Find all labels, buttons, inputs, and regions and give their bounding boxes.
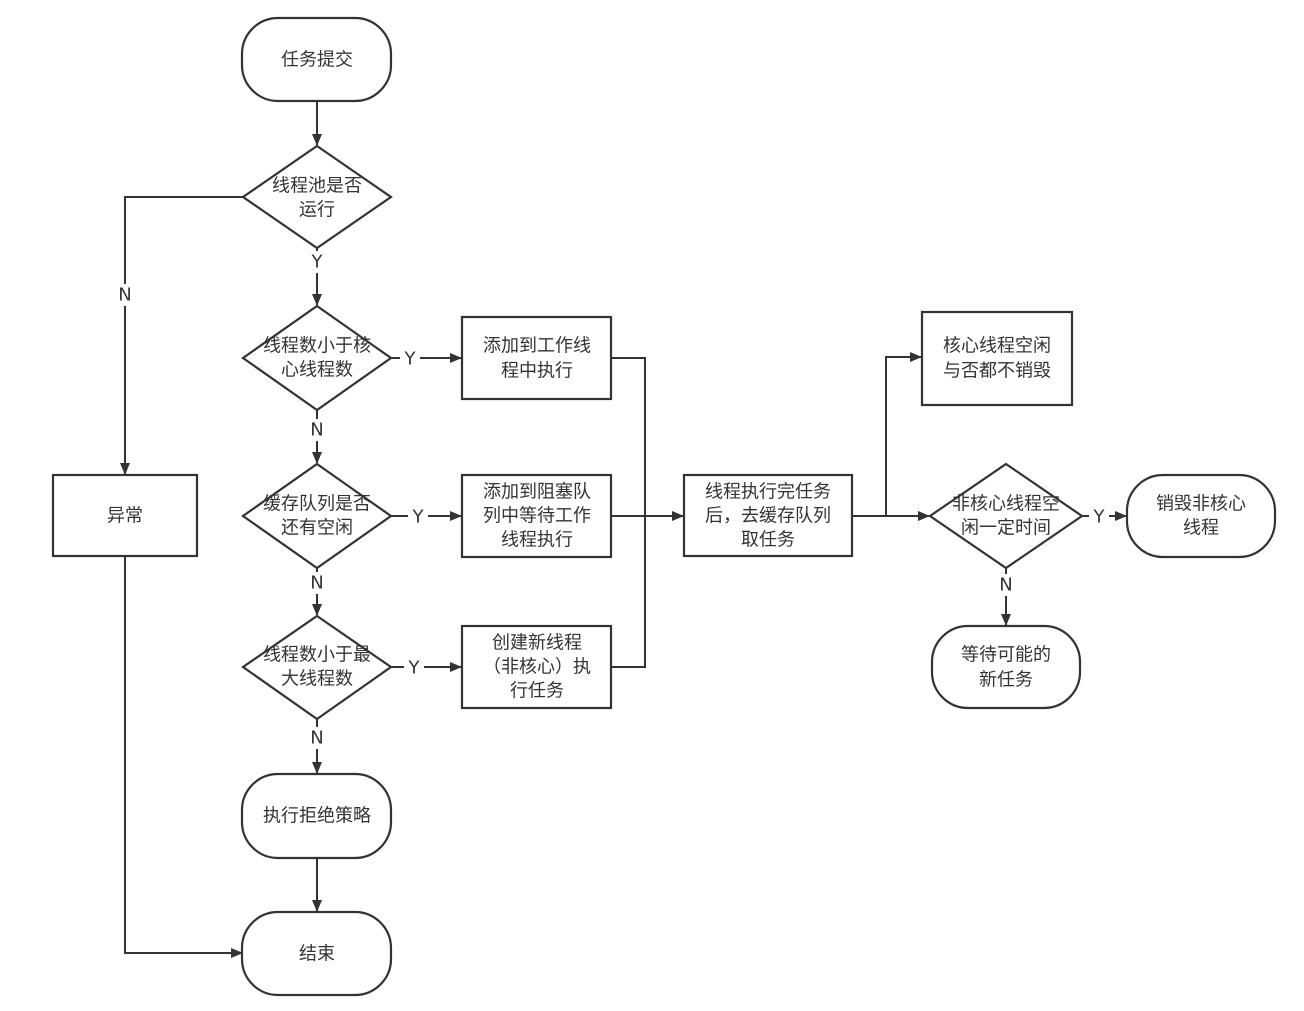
edge-exec-to-coreidle <box>885 352 922 516</box>
node-add-queue: 添加到阻塞队 列中等待工作 线程执行 <box>460 473 613 559</box>
node-add-worker: 添加到工作线 程中执行 <box>460 315 613 401</box>
edge-running-to-exception <box>120 196 243 475</box>
node-create-noncore-line-1: 创建新线程 <box>492 633 582 654</box>
node-end-line-1: 结束 <box>299 944 335 965</box>
node-reject: 执行拒绝策略 <box>240 772 393 860</box>
node-create-noncore-line-2: （非核心）执 <box>483 657 591 678</box>
node-core-check: 线程数小于核 心线程数 <box>241 304 393 412</box>
edge-exception-to-end <box>124 556 243 958</box>
node-destroy-noncore: 销毁非核心 线程 <box>1125 473 1277 559</box>
node-thread-exec-line-2: 后，去缓存队列 <box>705 506 831 527</box>
node-add-queue-line-1: 添加到阻塞队 <box>483 482 591 503</box>
edge-label-yes: Y <box>408 658 421 679</box>
node-core-check-line-1: 线程数小于核 <box>263 336 371 357</box>
node-noncore-idle: 非核心线程空 闲一定时间 <box>928 462 1084 570</box>
node-wait-task-line-1: 等待可能的 <box>961 645 1051 666</box>
node-task-submit-line-1: 任务提交 <box>281 50 353 71</box>
node-core-check-line-2: 心线程数 <box>281 360 353 381</box>
node-core-idle-line-2: 与否都不销毁 <box>943 361 1051 382</box>
node-core-idle-line-1: 核心线程空闲 <box>943 336 1051 357</box>
node-max-check-line-1: 线程数小于最 <box>263 645 371 666</box>
node-destroy-noncore-line-1: 销毁非核心 <box>1156 494 1246 515</box>
node-pool-running-line-2: 运行 <box>299 200 335 221</box>
node-noncore-idle-line-2: 闲一定时间 <box>961 518 1051 539</box>
node-add-queue-line-2: 列中等待工作 <box>483 506 591 527</box>
node-queue-check-line-2: 还有空闲 <box>281 518 353 539</box>
node-thread-exec-line-1: 线程执行完任务 <box>705 482 831 503</box>
node-exception-line-1: 异常 <box>107 506 143 527</box>
node-reject-line-1: 执行拒绝策略 <box>263 806 371 827</box>
node-thread-exec: 线程执行完任务 后，去缓存队列 取任务 <box>682 473 854 558</box>
node-exception: 异常 <box>51 473 199 558</box>
node-add-queue-line-3: 线程执行 <box>501 530 573 551</box>
node-task-submit: 任务提交 <box>240 16 393 103</box>
node-wait-task-line-2: 新任务 <box>979 670 1033 691</box>
node-max-check: 线程数小于最 大线程数 <box>241 614 393 721</box>
node-end: 结束 <box>240 910 393 997</box>
node-queue-check: 缓存队列是否 还有空闲 <box>241 462 393 570</box>
node-pool-running-line-1: 线程池是否 <box>272 176 362 197</box>
node-noncore-idle-line-1: 非核心线程空 <box>952 494 1060 515</box>
node-destroy-noncore-line-2: 线程 <box>1183 518 1219 539</box>
node-pool-running: 线程池是否 运行 <box>241 144 393 250</box>
edge-label-no: N <box>310 420 323 441</box>
node-add-worker-line-1: 添加到工作线 <box>483 336 591 357</box>
edge-labels: Y N Y N Y N Y N Y N <box>115 251 1109 749</box>
edge-label-yes: Y <box>412 507 425 528</box>
edge-label-no: N <box>310 573 323 594</box>
node-thread-exec-line-3: 取任务 <box>741 530 795 551</box>
edge-label-yes: Y <box>311 252 324 273</box>
node-create-noncore: 创建新线程 （非核心）执 行任务 <box>460 624 613 710</box>
edge-label-no: N <box>118 285 131 306</box>
edge-label-yes: Y <box>404 349 417 370</box>
node-core-idle: 核心线程空闲 与否都不销毁 <box>920 310 1074 407</box>
edge-label-no: N <box>310 728 323 749</box>
edge-merge-vertical <box>611 357 646 668</box>
edge-label-yes: Y <box>1093 507 1106 528</box>
node-create-noncore-line-3: 行任务 <box>510 681 564 702</box>
node-queue-check-line-1: 缓存队列是否 <box>263 494 371 515</box>
node-add-worker-line-2: 程中执行 <box>501 361 573 382</box>
node-max-check-line-2: 大线程数 <box>281 669 353 690</box>
edge-label-no: N <box>999 575 1012 596</box>
node-wait-task: 等待可能的 新任务 <box>930 624 1082 710</box>
